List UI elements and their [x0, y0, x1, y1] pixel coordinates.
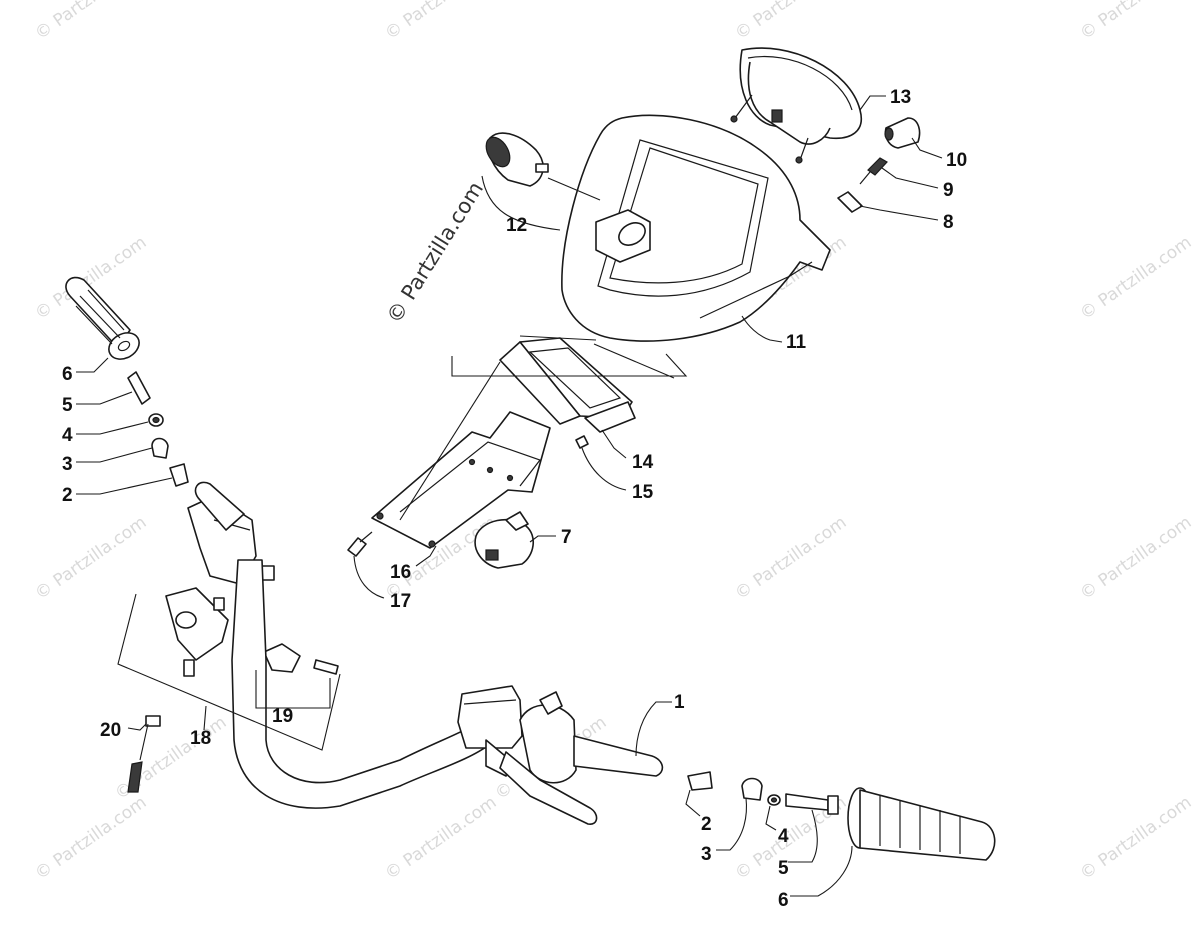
callout-19: 19: [272, 706, 293, 727]
callout-3: 3: [701, 844, 712, 865]
callout-6: 6: [62, 364, 73, 385]
right-washer-part: [767, 794, 781, 806]
right-grip-part: [847, 787, 996, 861]
throttle-cable-end-part: [127, 715, 161, 793]
callout-labels: 1 2 2 3 3 4 4 5 5 6 6 7 8 9 10 11 12 13 …: [62, 87, 967, 911]
left-grip-part: [65, 276, 140, 360]
console-housing-part: [561, 114, 831, 342]
callout-3: 3: [62, 454, 73, 475]
callout-7: 7: [561, 527, 572, 548]
callout-16: 16: [390, 562, 411, 583]
nut-part: [837, 191, 863, 213]
left-bar-end-part: [151, 437, 169, 459]
callout-12: 12: [506, 215, 527, 236]
key-cap-part: [884, 117, 921, 149]
callout-18: 18: [190, 728, 211, 749]
speedometer-part: [730, 47, 863, 164]
left-bar-end-screw-part: [127, 371, 151, 405]
ignition-switch-part: [474, 511, 534, 569]
mounting-bracket-part: [371, 411, 551, 549]
callout-4: 4: [778, 826, 789, 847]
callout-2: 2: [701, 814, 712, 835]
callout-13: 13: [890, 87, 911, 108]
callout-9: 9: [943, 180, 954, 201]
watermark: © Partzilla.com: [31, 0, 150, 44]
handlebar-clamp-part: [263, 643, 339, 675]
callout-11: 11: [786, 332, 807, 353]
callout-5: 5: [778, 858, 789, 879]
watermark: © Partzilla.com: [731, 0, 850, 44]
watermark-main: © Partzilla.com: [382, 177, 488, 327]
right-bar-end-part: [741, 777, 763, 801]
watermark: © Partzilla.com: [381, 792, 500, 884]
callout-17: 17: [390, 591, 411, 612]
clip-part: [575, 435, 589, 449]
right-plug-part: [687, 771, 713, 791]
watermark: © Partzilla.com: [731, 512, 850, 604]
callout-1: 1: [674, 692, 685, 713]
callout-5: 5: [62, 395, 73, 416]
left-washer-part: [148, 413, 164, 427]
throttle-lever-part: [165, 587, 229, 677]
right-bar-end-screw-part: [785, 793, 839, 815]
watermark: © Partzilla.com: [1076, 792, 1195, 884]
right-control-housing-part: [457, 685, 664, 825]
left-plug-part: [169, 463, 189, 487]
watermark: © Partzilla.com: [1076, 512, 1195, 604]
key-part: [859, 157, 888, 185]
callout-8: 8: [943, 212, 954, 233]
callout-2: 2: [62, 485, 73, 506]
callout-15: 15: [632, 482, 654, 503]
power-socket-part: [485, 132, 549, 187]
callout-4: 4: [62, 425, 73, 446]
callout-10: 10: [946, 150, 967, 171]
watermark: © Partzilla.com: [31, 792, 150, 884]
callout-14: 14: [632, 452, 654, 473]
screw-part: [347, 531, 373, 557]
watermark: © Partzilla.com: [1076, 0, 1195, 44]
leader-lines: [76, 95, 943, 897]
callout-20: 20: [100, 720, 121, 741]
watermark: © Partzilla.com: [381, 0, 500, 44]
console-bezel-part: [499, 337, 636, 433]
callout-6: 6: [778, 890, 789, 911]
watermark: © Partzilla.com: [1076, 232, 1195, 324]
watermark: © Partzilla.com: [31, 512, 150, 604]
